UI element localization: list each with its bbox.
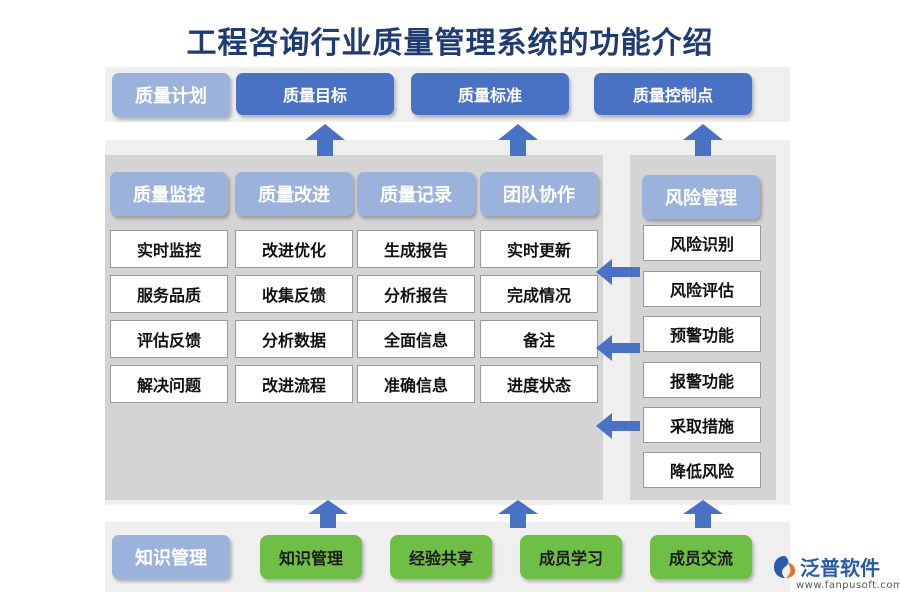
brand-logo: 泛普软件 www.fanpusoft.com (772, 552, 900, 596)
cell-team-3[interactable]: 备注 (480, 320, 598, 358)
quality-standard-box[interactable]: 质量标准 (411, 73, 569, 115)
brand-logo-icon (774, 556, 796, 578)
risk-item-2[interactable]: 风险评估 (643, 271, 761, 307)
risk-item-6[interactable]: 降低风险 (643, 452, 761, 488)
arrow-left-icon (596, 413, 640, 439)
cell-monitor-3[interactable]: 评估反馈 (110, 320, 228, 358)
cell-team-2[interactable]: 完成情况 (480, 275, 598, 313)
arrow-up-icon (683, 500, 723, 528)
quality-control-point-box[interactable]: 质量控制点 (594, 73, 752, 115)
brand-url: www.fanpusoft.com (796, 580, 900, 591)
risk-management-head[interactable]: 风险管理 (642, 175, 760, 219)
arrow-up-icon (498, 124, 538, 156)
cell-team-1[interactable]: 实时更新 (480, 230, 598, 268)
member-learning-box[interactable]: 成员学习 (520, 535, 622, 579)
cell-improve-3[interactable]: 分析数据 (235, 320, 353, 358)
cell-monitor-4[interactable]: 解决问题 (110, 365, 228, 403)
risk-item-5[interactable]: 采取措施 (643, 407, 761, 443)
cell-improve-2[interactable]: 收集反馈 (235, 275, 353, 313)
team-collab-head[interactable]: 团队协作 (480, 172, 598, 216)
risk-item-1[interactable]: 风险识别 (643, 225, 761, 261)
cell-monitor-1[interactable]: 实时监控 (110, 230, 228, 268)
experience-share-box[interactable]: 经验共享 (390, 535, 492, 579)
arrow-left-icon (596, 259, 640, 285)
page-title: 工程咨询行业质量管理系统的功能介绍 (186, 26, 714, 61)
cell-record-4[interactable]: 准确信息 (357, 365, 475, 403)
quality-monitor-head[interactable]: 质量监控 (110, 172, 228, 216)
risk-item-3[interactable]: 预警功能 (643, 316, 761, 352)
cell-improve-4[interactable]: 改进流程 (235, 365, 353, 403)
brand-name: 泛普软件 (800, 556, 880, 580)
quality-goal-box[interactable]: 质量目标 (236, 73, 394, 115)
cell-record-1[interactable]: 生成报告 (357, 230, 475, 268)
member-communication-box[interactable]: 成员交流 (650, 535, 752, 579)
arrow-left-icon (596, 335, 640, 361)
arrow-up-icon (305, 124, 345, 156)
arrow-up-icon (498, 500, 538, 528)
quality-improve-head[interactable]: 质量改进 (235, 172, 353, 216)
knowledge-mgmt-box[interactable]: 知识管理 (260, 535, 362, 579)
cell-record-3[interactable]: 全面信息 (357, 320, 475, 358)
arrow-up-icon (683, 124, 723, 156)
risk-item-4[interactable]: 报警功能 (643, 362, 761, 398)
cell-monitor-2[interactable]: 服务品质 (110, 275, 228, 313)
arrow-up-icon (308, 500, 348, 528)
cell-team-4[interactable]: 进度状态 (480, 365, 598, 403)
knowledge-mgmt-head[interactable]: 知识管理 (112, 535, 230, 579)
cell-record-2[interactable]: 分析报告 (357, 275, 475, 313)
cell-improve-1[interactable]: 改进优化 (235, 230, 353, 268)
quality-record-head[interactable]: 质量记录 (357, 172, 475, 216)
quality-plan-head[interactable]: 质量计划 (112, 73, 230, 117)
